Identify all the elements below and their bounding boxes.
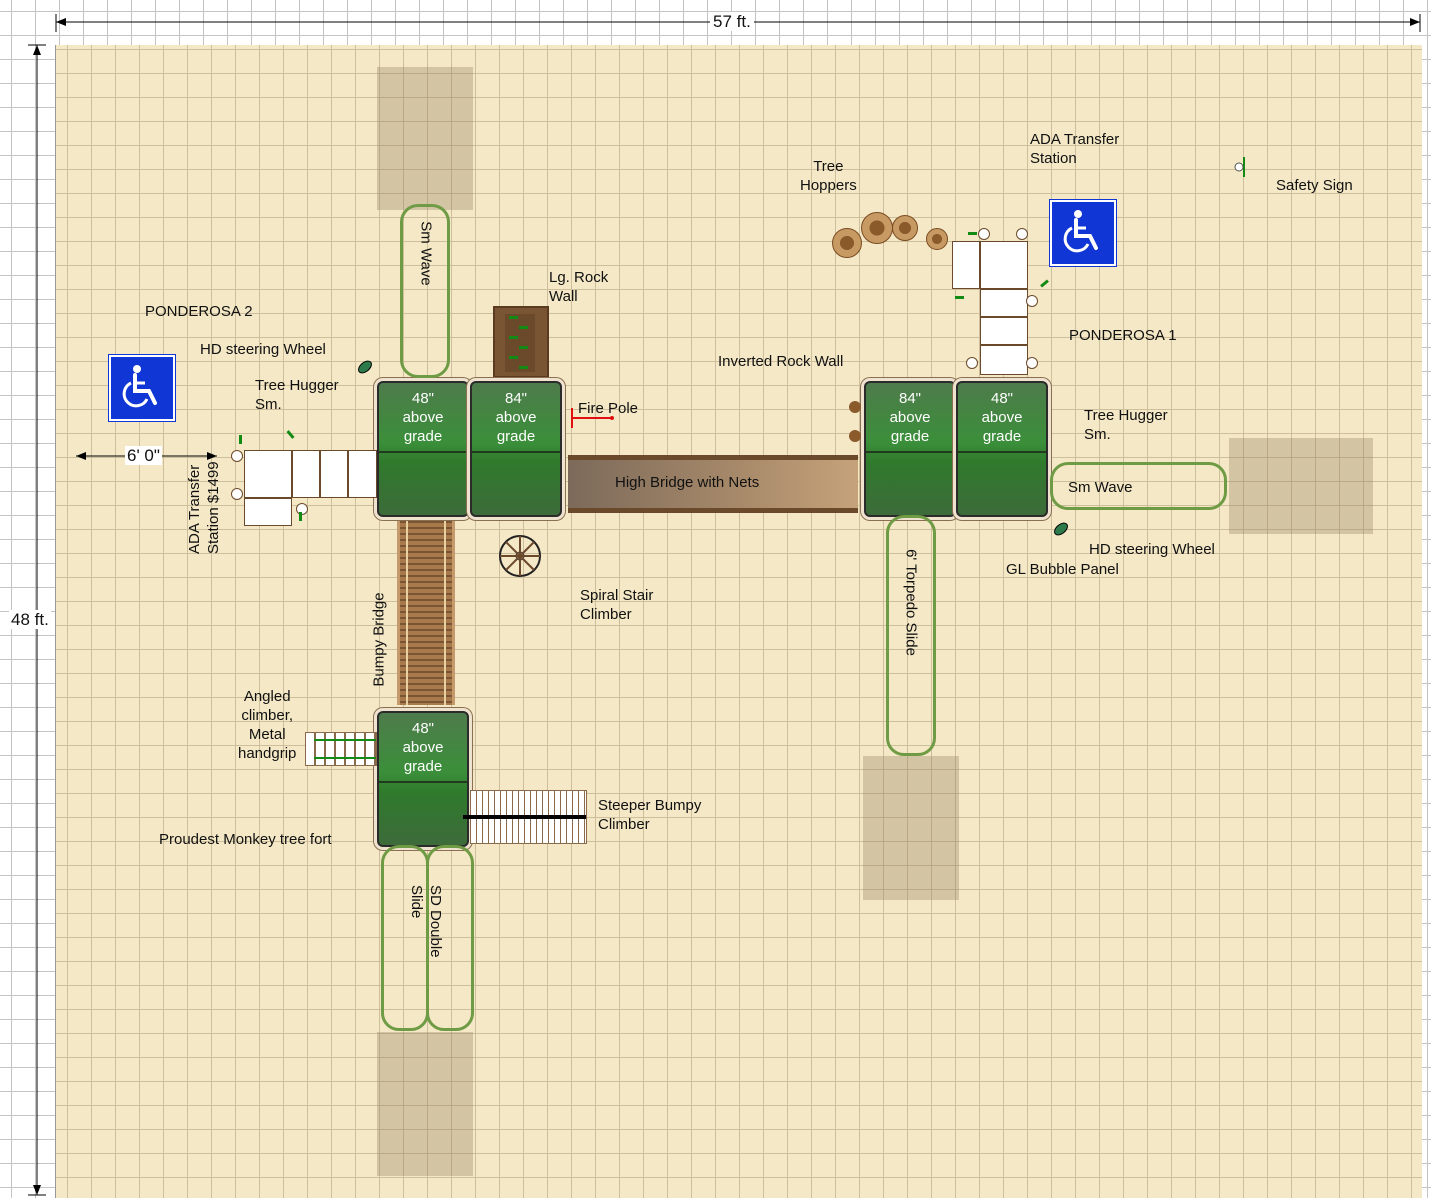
tree-hopper-icon[interactable] [832,228,862,258]
steeper-bumpy-label: Steeper Bumpy Climber [598,797,702,833]
tree-hugger-right-label: Tree Hugger Sm. [1084,407,1168,443]
bumpy-bridge-label: Bumpy Bridge [370,592,388,687]
deck-label: 48" above grade [981,390,1023,445]
torpedo-slide[interactable] [886,515,936,756]
ponderosa-1-label: PONDEROSA 1 [1069,327,1177,344]
hd-wheel-right-label: HD steering Wheel [1089,541,1215,558]
tree-hopper-icon[interactable] [892,215,918,241]
safety-sign-label: Safety Sign [1276,177,1353,194]
tree-hugger-left-label: Tree Hugger Sm. [255,377,339,413]
use-zone-sm-wave-right [1229,438,1373,534]
ada-station-left-step[interactable] [348,450,377,498]
ada-station-right-step[interactable] [980,289,1028,317]
height-dimension [28,44,46,1196]
ada-station-right-step[interactable] [980,241,1028,289]
ada-station-left-step[interactable] [244,450,292,498]
tree-hopper-icon[interactable] [926,228,948,250]
ada-station-left-step[interactable] [244,498,292,526]
sm-wave-slide-right[interactable] [1050,462,1227,510]
deck-3[interactable]: 84" above grade [864,381,956,517]
lg-rock-wall-label: Lg. Rock Wall [549,269,609,305]
width-label: 57 ft. [710,12,754,31]
ada-station-left-step[interactable] [292,450,320,498]
ada-station-right-step[interactable] [980,345,1028,375]
deck-label: 48" above grade [402,390,444,445]
ada-offset-label: 6' 0" [125,446,162,465]
play-area [55,45,1422,1198]
ada-station-right-step[interactable] [952,241,980,289]
sm-wave-right-label: Sm Wave [1068,479,1133,496]
sd-double-slide-right[interactable] [426,845,474,1031]
height-label: 48 ft. [9,610,51,629]
deck-4[interactable]: 48" above grade [956,381,1048,517]
accessibility-icon [1049,199,1117,267]
tree-hopper-icon[interactable] [861,212,893,244]
ponderosa-2-label: PONDEROSA 2 [145,303,253,320]
spiral-stair-icon[interactable] [488,524,552,588]
accessibility-icon [108,354,176,422]
safety-sign-icon [1234,157,1245,177]
deck-2[interactable]: 84" above grade [470,381,562,517]
lg-rock-wall[interactable] [493,306,549,378]
fire-pole-icon[interactable] [568,404,618,430]
bumpy-bridge[interactable] [397,517,455,705]
high-bridge-label: High Bridge with Nets [615,474,760,491]
use-zone-sm-wave-top [377,67,473,210]
angled-climber-label: Angled climber, Metal handgrip [238,688,297,762]
proudest-monkey-label: Proudest Monkey tree fort [159,831,332,848]
deck-label: 48" above grade [402,720,444,775]
torpedo-slide-label: 6' Torpedo Slide [902,549,920,656]
deck-label: 84" above grade [889,390,931,445]
ada-station-left-step[interactable] [320,450,348,498]
hd-wheel-left-label: HD steering Wheel [200,341,326,358]
steeper-bumpy-climber[interactable] [463,790,587,844]
tree-hoppers-label: Tree Hoppers [800,158,857,194]
deck-5[interactable]: 48" above grade [377,711,469,847]
deck-1[interactable]: 48" above grade [377,381,469,517]
high-bridge[interactable] [568,455,858,513]
use-zone-double-slide [377,1032,473,1176]
gl-bubble-label: GL Bubble Panel [1006,561,1119,578]
sm-wave-top-label: Sm Wave [417,221,435,286]
sd-double-slide-label: SD Double Slide [408,885,444,958]
ada-station-right-step[interactable] [980,317,1028,345]
sm-wave-slide-top[interactable] [400,204,450,378]
deck-label: 84" above grade [495,390,537,445]
angled-climber[interactable] [305,732,377,766]
inverted-rock-wall-label: Inverted Rock Wall [718,353,844,370]
inverted-rock-wall[interactable] [849,401,861,413]
ada-transfer-top-label: ADA Transfer Station [1030,131,1120,167]
fire-pole-label: Fire Pole [578,400,639,417]
spiral-stair-label: Spiral Stair Climber [580,587,654,623]
use-zone-torpedo-slide [863,756,959,900]
